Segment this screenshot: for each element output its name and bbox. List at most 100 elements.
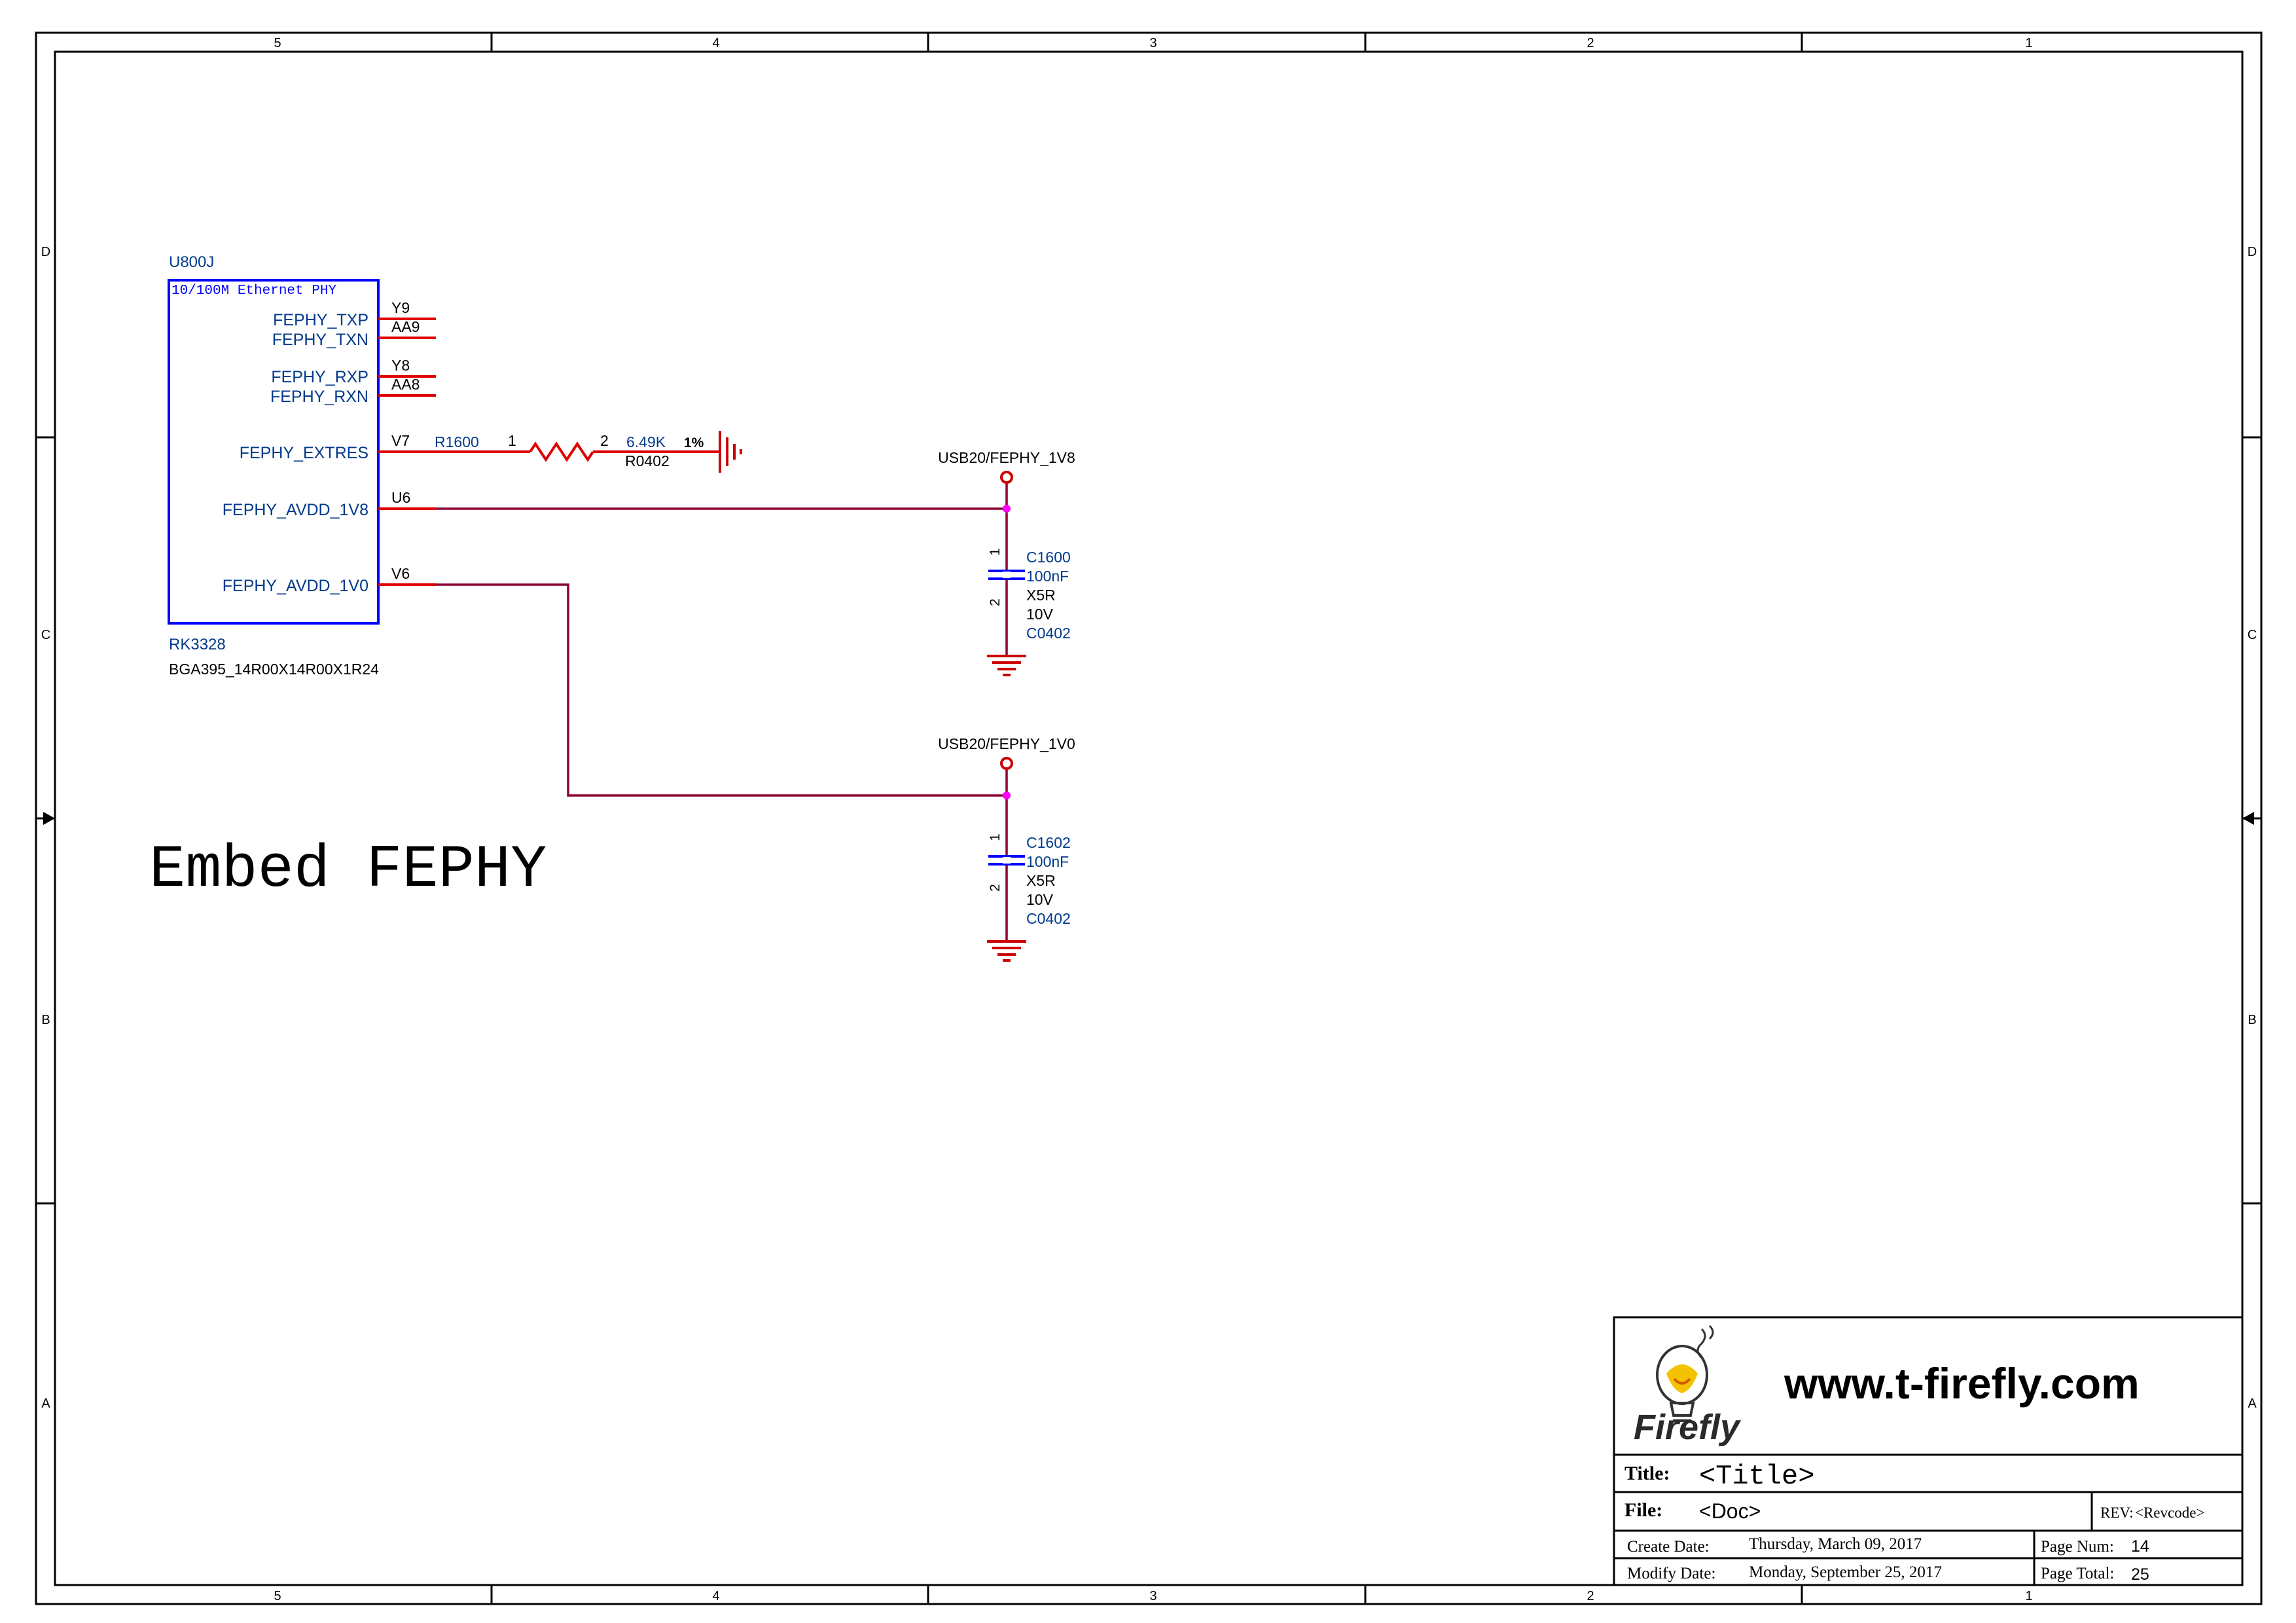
capacitor-pin1: 1 [988, 833, 1003, 841]
bulb-icon [1656, 1324, 1714, 1422]
capacitor-voltage: 10V [1026, 606, 1054, 623]
create-date-label: Create Date: [1627, 1538, 1710, 1556]
col-label-top: 1 [2025, 36, 2032, 50]
pin-numbers: Y9 AA9 Y8 AA8 V7 U6 V6 [391, 299, 420, 582]
title-label: Title: [1624, 1463, 1670, 1484]
capacitor-value: 100nF [1026, 853, 1069, 870]
component-u800j[interactable]: U800J 10/100M Ethernet PHY RK3328 BGA395… [168, 253, 436, 678]
row-label-left: C [41, 628, 50, 642]
resistor-footprint: R0402 [625, 452, 670, 469]
firefly-icon [1666, 1364, 1698, 1393]
junction-dot [1003, 505, 1011, 513]
power-port-1v8[interactable]: USB20/FEPHY_1V8 [938, 449, 1075, 484]
capacitor-c1602[interactable]: 1 2 C1602 100nF X5R 10V C0402 [987, 833, 1071, 962]
ground-icon [987, 655, 1026, 676]
junction-dot [1003, 792, 1011, 799]
file-value: <Doc> [1699, 1499, 1761, 1523]
pin-name: FEPHY_RXP [271, 368, 368, 386]
row-label-left: D [41, 245, 50, 259]
pin-number: V7 [391, 432, 410, 449]
power-port-icon [1000, 757, 1013, 770]
capacitor-footprint: C0402 [1026, 910, 1071, 927]
resistor-pin2: 2 [600, 432, 609, 449]
zone-labels: 5 4 3 2 1 5 4 3 2 1 D C B A D C B A [41, 36, 2257, 1603]
file-label: File: [1624, 1499, 1662, 1521]
component-ref: U800J [169, 253, 214, 271]
capacitor-ref: C1600 [1026, 549, 1071, 566]
modify-date-value: Monday, September 25, 2017 [1749, 1563, 1942, 1581]
row-label-right: B [2248, 1013, 2256, 1027]
col-label-top: 3 [1149, 36, 1157, 50]
rev-label: REV: [2100, 1504, 2134, 1521]
pin-number: AA8 [391, 376, 420, 393]
pin-name: FEPHY_AVDD_1V0 [223, 577, 368, 595]
capacitor-pin2: 2 [988, 598, 1003, 606]
capacitor-c1600[interactable]: 1 2 C1600 100nF X5R 10V C0402 [987, 548, 1071, 676]
pin-number: AA9 [391, 318, 420, 335]
power-port-1v0[interactable]: USB20/FEPHY_1V0 [938, 735, 1075, 770]
firefly-logo: Firefly [1634, 1324, 1742, 1447]
row-label-left: B [41, 1013, 50, 1027]
pin-number: U6 [391, 489, 410, 506]
net-label: USB20/FEPHY_1V0 [938, 735, 1075, 752]
col-label-bottom: 2 [1587, 1589, 1594, 1603]
component-block-title: 10/100M Ethernet PHY [171, 283, 336, 299]
junctions [1003, 505, 1011, 799]
col-label-bottom: 4 [712, 1589, 719, 1603]
row-label-right: C [2248, 628, 2257, 642]
capacitor-dielectric: X5R [1026, 872, 1056, 889]
rev-value: <Revcode> [2135, 1504, 2204, 1521]
resistor-tolerance: 1% [684, 435, 704, 450]
ground-icon [719, 431, 742, 473]
wire-1v0 [436, 583, 1007, 797]
net-label: USB20/FEPHY_1V8 [938, 449, 1075, 466]
pin-lines-stub [378, 507, 436, 586]
annotation-embed-fephy: Embed FEPHY [149, 835, 547, 904]
row-label-left: A [41, 1396, 50, 1411]
pin-names: FEPHY_TXP FEPHY_TXN FEPHY_RXP FEPHY_RXN … [223, 311, 368, 595]
page-total-label: Page Total: [2041, 1565, 2114, 1582]
resistor-zigzag [529, 441, 594, 462]
pin-number: Y8 [391, 357, 410, 374]
capacitor-voltage: 10V [1026, 891, 1054, 908]
resistor-ref: R1600 [435, 433, 479, 450]
component-package: BGA395_14R00X14R00X1R24 [169, 661, 379, 678]
title-block: Firefly www.t-firefly.com Title: <Title>… [1613, 1316, 2244, 1586]
title-value: <Title> [1699, 1461, 1814, 1492]
website-url: www.t-firefly.com [1784, 1359, 2140, 1408]
col-label-top: 5 [274, 36, 281, 50]
pin-name: FEPHY_RXN [270, 388, 368, 406]
pin-number: Y9 [391, 299, 410, 316]
pin-lines [378, 318, 436, 453]
capacitor-ref: C1602 [1026, 834, 1071, 851]
create-date-value: Thursday, March 09, 2017 [1749, 1535, 1922, 1553]
capacitor-value: 100nF [1026, 568, 1069, 585]
col-label-bottom: 1 [2025, 1589, 2032, 1603]
pin-name: FEPHY_EXTRES [240, 444, 368, 462]
col-label-top: 4 [712, 36, 719, 50]
col-label-top: 2 [1587, 36, 1594, 50]
row-label-right: A [2248, 1396, 2257, 1411]
center-arrows [43, 812, 2254, 825]
row-label-right: D [2248, 245, 2257, 259]
capacitor-pin1: 1 [988, 548, 1003, 556]
pin-name: FEPHY_TXP [273, 311, 368, 329]
col-label-bottom: 5 [274, 1589, 281, 1603]
capacitor-footprint: C0402 [1026, 625, 1071, 642]
pin-number: V6 [391, 565, 410, 582]
ground-icon [987, 940, 1026, 962]
page-num-label: Page Num: [2041, 1538, 2114, 1556]
modify-date-label: Modify Date: [1627, 1565, 1715, 1582]
capacitor-dielectric: X5R [1026, 587, 1056, 604]
page-total-value: 25 [2131, 1565, 2149, 1584]
pin-name: FEPHY_TXN [272, 331, 368, 349]
resistor-pin1: 1 [508, 432, 516, 449]
resistor-value: 6.49K [626, 433, 666, 450]
component-part: RK3328 [169, 636, 226, 653]
page-num-value: 14 [2131, 1537, 2149, 1556]
col-label-bottom: 3 [1149, 1589, 1157, 1603]
resistor-r1600[interactable]: R1600 1 2 6.49K 1% R0402 [435, 431, 742, 473]
pin-name: FEPHY_AVDD_1V8 [223, 501, 368, 519]
logo-text: Firefly [1634, 1408, 1742, 1447]
